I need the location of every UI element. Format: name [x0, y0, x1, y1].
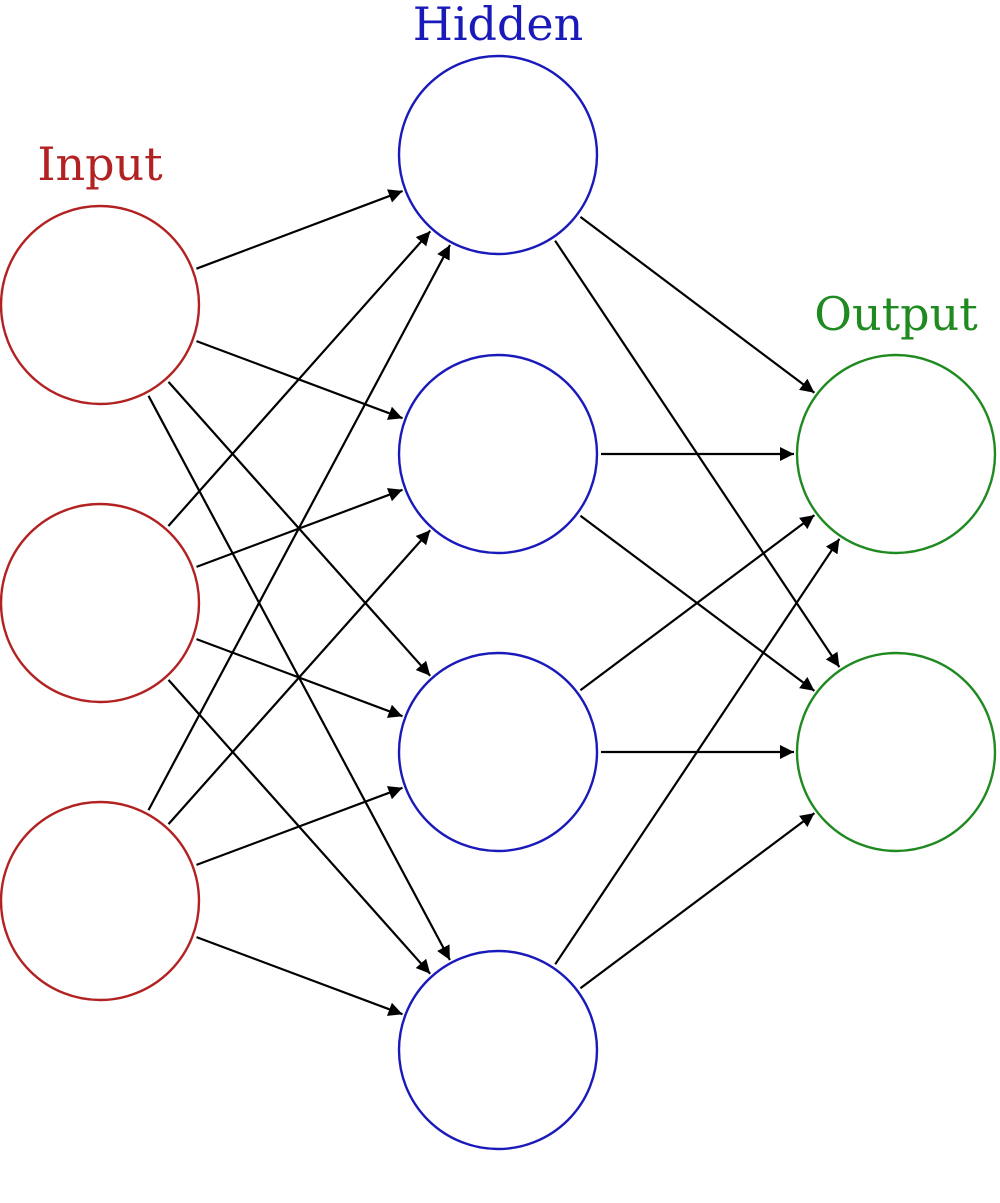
hidden-node-2 — [397, 353, 599, 555]
hidden-node-3 — [397, 651, 599, 853]
output-layer-label: Output — [814, 287, 978, 341]
input-node-1 — [0, 204, 201, 406]
edge-hidden-4-to-output-1 — [554, 538, 841, 965]
input-node-2 — [0, 502, 201, 704]
edge-input-3-to-hidden-1 — [147, 244, 451, 811]
input-layer-label: Input — [37, 137, 163, 191]
edge-hidden-1-to-output-1 — [579, 216, 816, 394]
connection-edges — [147, 189, 841, 1016]
hidden-layer-label: Hidden — [413, 0, 584, 51]
edge-input-1-to-hidden-1 — [196, 189, 403, 270]
edge-input-3-to-hidden-4 — [196, 936, 403, 1016]
output-node-2 — [795, 651, 997, 853]
output-node-1 — [795, 353, 997, 555]
edge-input-2-to-hidden-1 — [167, 230, 432, 527]
hidden-node-1 — [397, 54, 599, 256]
network-nodes — [0, 54, 997, 1151]
input-node-3 — [0, 800, 201, 1002]
edge-input-3-to-hidden-3 — [196, 786, 403, 866]
hidden-node-4 — [397, 949, 599, 1151]
edge-hidden-3-to-output-1 — [579, 514, 816, 692]
edge-input-3-to-hidden-2 — [167, 529, 432, 825]
edge-hidden-4-to-output-2 — [579, 812, 816, 990]
